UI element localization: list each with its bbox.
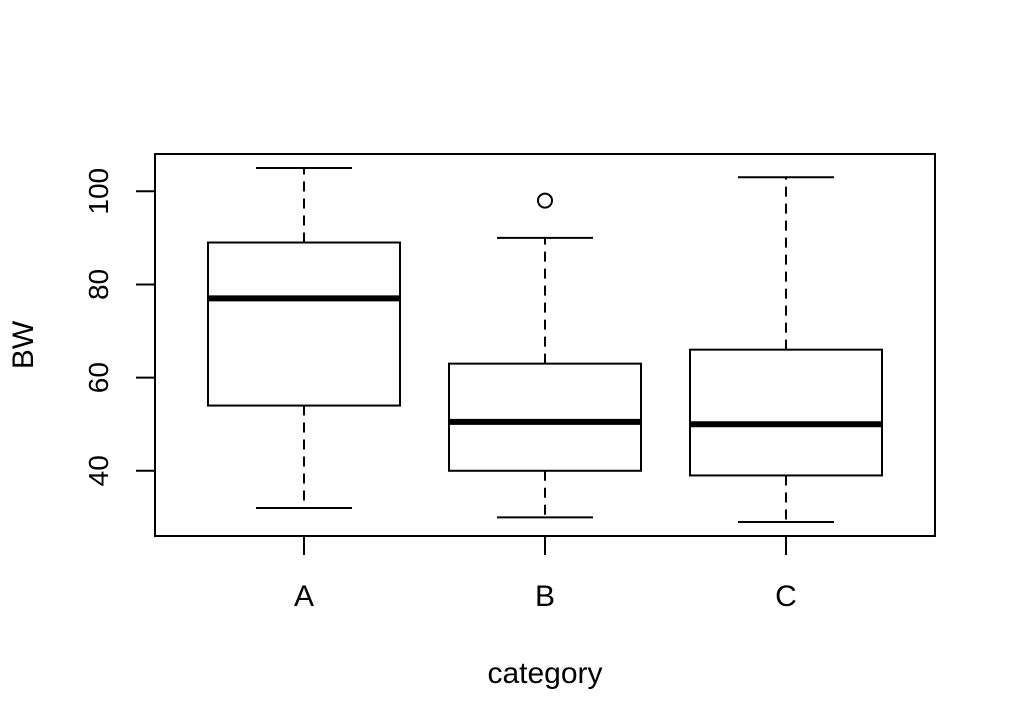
y-tick-label-40: 40 [83,455,114,486]
y-tick-label-100: 100 [83,168,114,215]
x-tick-label-B: B [535,580,555,613]
x-tick-label-C: C [775,580,797,613]
y-tick-label-80: 80 [83,269,114,300]
box-C [689,176,883,524]
box-B [448,192,642,519]
boxes-group [207,166,883,524]
y-axis: 40 60 80 100 [83,168,156,486]
box-iqr-A [207,241,401,407]
box-iqr-C [689,348,883,477]
x-axis: A B C [294,535,797,613]
x-tick-label-A: A [294,580,314,613]
y-tick-label-60: 60 [83,362,114,393]
x-axis-label: category [487,657,602,690]
box-iqr-B [448,362,642,472]
box-A [207,166,401,510]
outlier-B-0 [537,192,553,209]
y-axis-label: BW [7,320,40,369]
